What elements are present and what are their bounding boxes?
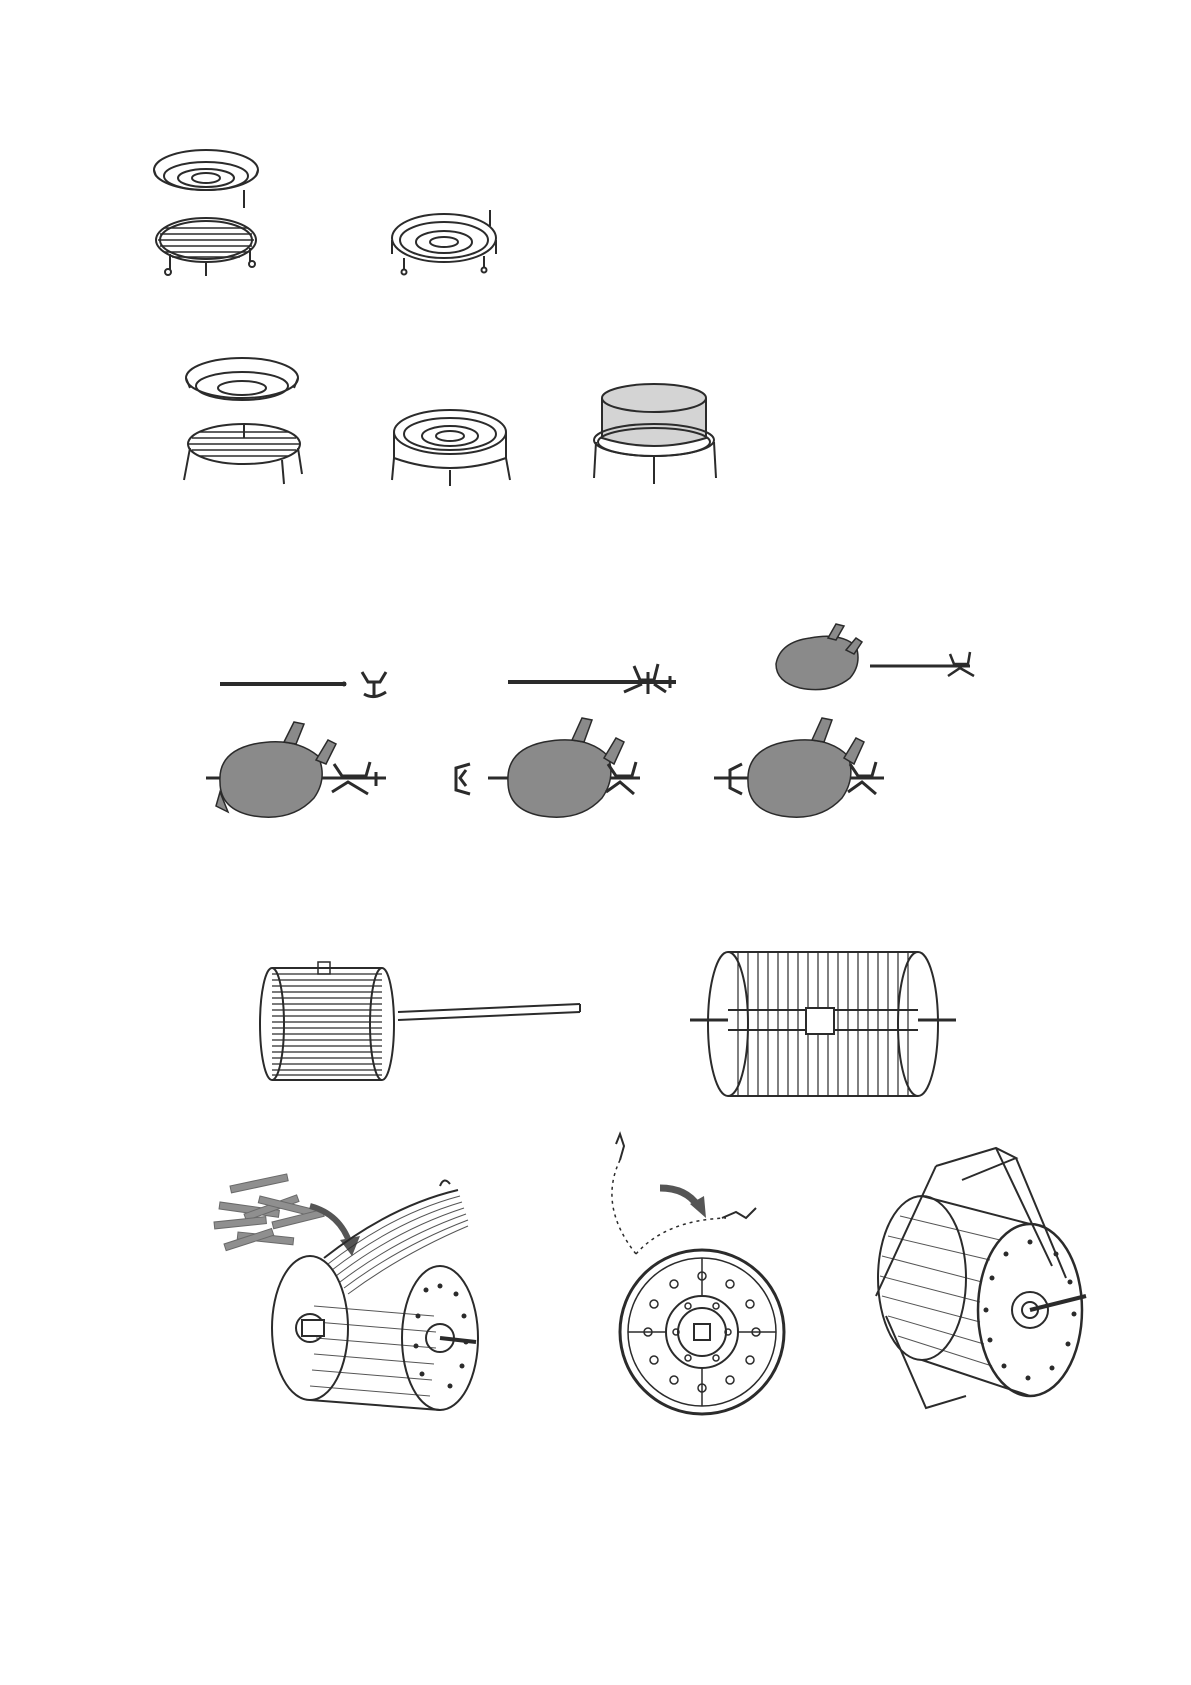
tray-and-high-rack-exploded: [180, 356, 310, 496]
chicken-on-spit-step-2: [448, 716, 648, 826]
chicken-on-spit-step-3: [712, 716, 892, 826]
cake-pan-on-high-rack: [590, 380, 720, 500]
rotisserie-basket-and-shaft: [258, 962, 588, 1092]
rotisserie-basket-assembled: [688, 946, 958, 1106]
tray-on-low-rack-assembled: [386, 196, 506, 286]
rotisserie-spit-and-fork: [218, 664, 398, 704]
tray-on-high-rack-assembled: [386, 400, 516, 500]
basket-with-handle: [866, 1146, 1096, 1416]
rotisserie-fork-on-spit: [506, 658, 686, 702]
chicken-ready-for-spit: [770, 620, 990, 700]
basket-loading-fries: [210, 1166, 480, 1416]
chicken-on-spit-step-1: [204, 716, 394, 826]
tray-and-low-rack-exploded: [150, 148, 270, 288]
basket-lid-latch: [606, 1126, 806, 1416]
